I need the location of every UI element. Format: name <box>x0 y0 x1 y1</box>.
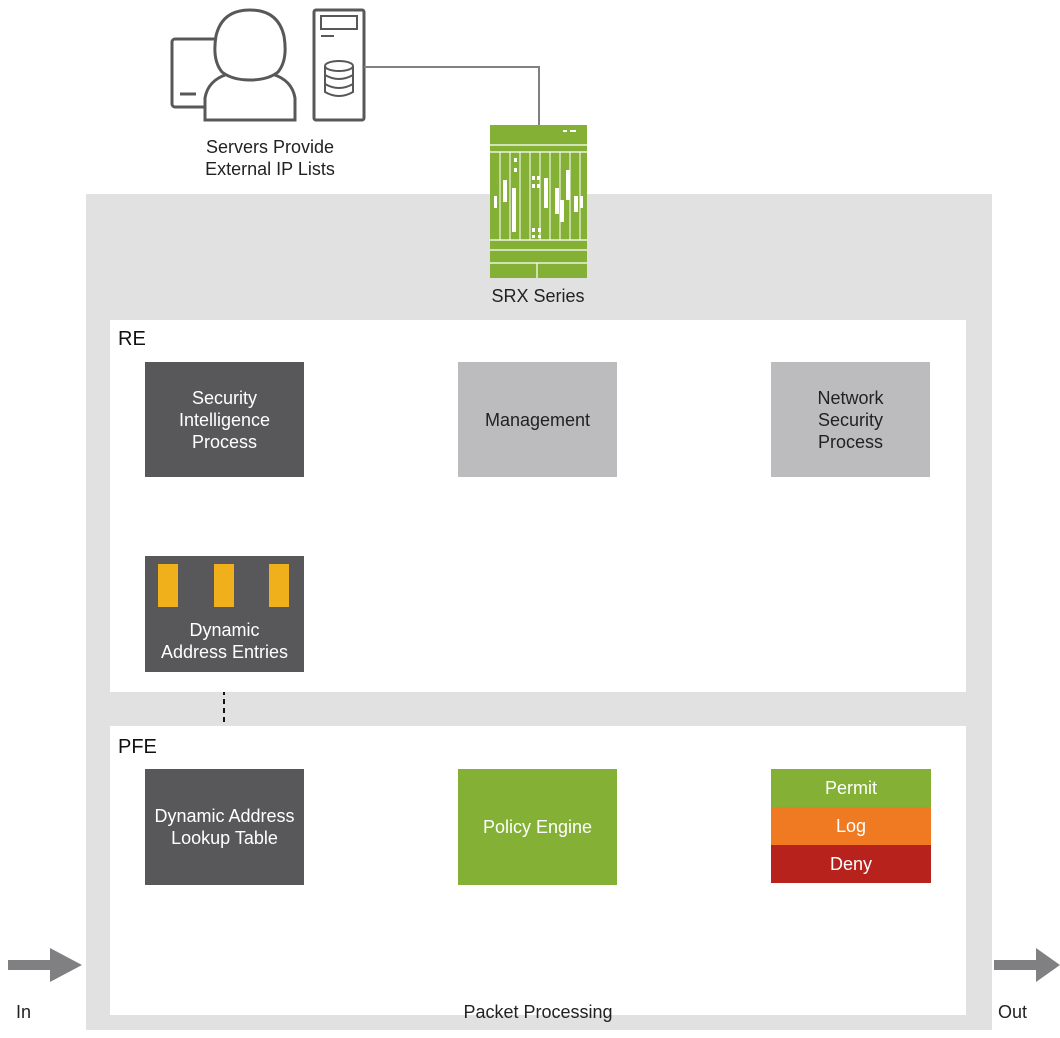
network-security-box: Network Security Process <box>771 362 930 477</box>
re-label: RE <box>118 328 146 350</box>
address-entry-chip <box>214 564 234 607</box>
security-intelligence-box: Security Intelligence Process <box>145 362 304 477</box>
dynamic-address-entries-label: Dynamic Address Entries <box>160 620 289 662</box>
action-legend: Permit Log Deny <box>771 769 931 883</box>
server-tower-icon <box>312 8 366 122</box>
lookup-table-box: Dynamic Address Lookup Table <box>145 769 304 885</box>
address-entry-chip <box>158 564 178 607</box>
policy-engine-box: Policy Engine <box>458 769 617 885</box>
servers-caption: Servers Provide External IP Lists <box>205 137 335 179</box>
legend-deny: Deny <box>771 845 931 883</box>
in-label: In <box>16 1002 32 1022</box>
srx-chassis-icon <box>490 125 587 278</box>
srx-caption: SRX Series <box>491 286 585 306</box>
user-icon <box>203 8 297 122</box>
management-box: Management <box>458 362 617 477</box>
legend-permit: Permit <box>771 769 931 807</box>
packet-processing-label: Packet Processing <box>463 1002 613 1022</box>
dynamic-address-entries-box: Dynamic Address Entries <box>145 556 304 672</box>
pfe-label: PFE <box>118 736 157 758</box>
address-entry-chip <box>269 564 289 607</box>
out-label: Out <box>998 1002 1028 1022</box>
legend-log: Log <box>771 807 931 845</box>
